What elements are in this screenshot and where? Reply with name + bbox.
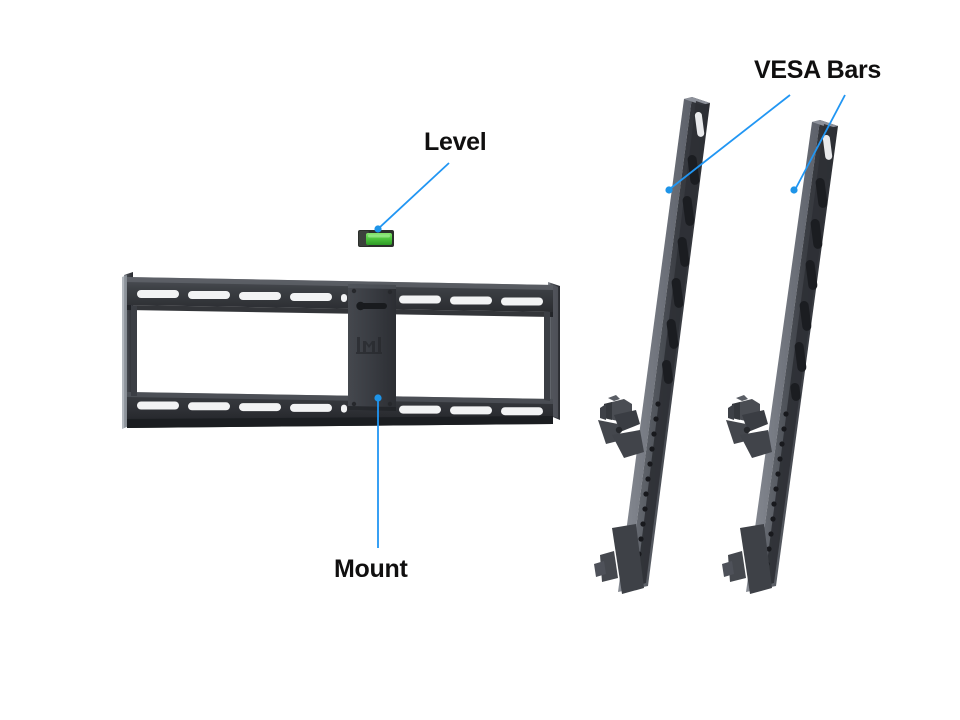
top-rail-slots-right xyxy=(399,295,543,306)
mount-top-rail xyxy=(127,277,553,317)
callout-leader-lines xyxy=(374,94,846,548)
mount-center-plate xyxy=(348,284,396,411)
vesa-left-latch-hook xyxy=(598,395,644,458)
leader-line-vesa-left xyxy=(665,94,791,194)
top-rail-slots-left xyxy=(137,290,347,302)
leader-line-vesa-right xyxy=(790,94,846,194)
vesa-left-foot xyxy=(594,524,644,594)
plate-bolt-tl xyxy=(351,288,357,294)
callout-label-vesa-bars: VESA Bars xyxy=(754,56,881,84)
plate-bolt-br xyxy=(387,401,393,407)
brand-logo-emboss xyxy=(356,337,382,354)
mount-bottom-rail xyxy=(127,392,553,428)
bubble-level xyxy=(358,230,394,247)
vesa-right-latch-hook xyxy=(726,395,772,458)
plate-bolt-bl xyxy=(351,401,357,407)
vesa-right-slots xyxy=(790,135,833,401)
bottom-rail-slots-left xyxy=(137,401,347,413)
vesa-bar-right xyxy=(722,120,838,594)
mount-right-inner-post xyxy=(544,311,550,401)
mount-left-inner-post xyxy=(131,305,137,396)
vesa-right-foot xyxy=(722,524,772,594)
plate-bolt-tr xyxy=(387,289,393,295)
vesa-bar-left xyxy=(594,97,710,594)
callout-label-mount: Mount xyxy=(334,555,408,583)
mount-bracket xyxy=(122,230,560,429)
leader-line-mount xyxy=(374,394,382,548)
leader-line-level xyxy=(374,162,450,233)
vesa-left-slots xyxy=(662,112,705,384)
mount-left-end-post xyxy=(122,272,133,429)
plate-keyhole-slot xyxy=(356,301,387,311)
bottom-rail-slots-right xyxy=(399,405,543,416)
callout-label-level: Level xyxy=(424,128,487,156)
